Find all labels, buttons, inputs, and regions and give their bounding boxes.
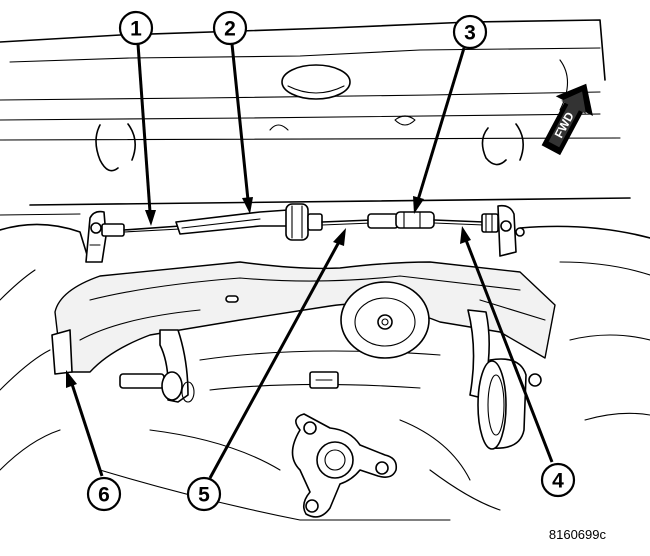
callout-5: 5	[186, 476, 222, 512]
callout-leaders	[66, 43, 554, 479]
right-cable-bracket	[497, 204, 525, 257]
floor-pan	[0, 19, 631, 216]
callout-6: 6	[86, 476, 122, 512]
right-cable-end	[481, 213, 499, 233]
callout-3: 3	[452, 14, 488, 50]
parking-brake-cable	[101, 203, 499, 241]
callout-1: 1	[118, 10, 154, 46]
mount-bracket	[291, 413, 398, 518]
left-cable-end	[101, 223, 125, 237]
forward-arrow-icon: FWD	[541, 83, 593, 156]
callout-6-label: 6	[98, 484, 110, 507]
left-cable-bracket	[85, 210, 107, 263]
callout-4: 4	[540, 462, 576, 498]
rear-crossmember	[51, 261, 556, 450]
spring-seat	[340, 281, 430, 359]
callout-5-label: 5	[198, 484, 210, 507]
cable-connector	[367, 213, 399, 229]
callout-2-label: 2	[224, 18, 236, 41]
figure-id: 8160699c	[548, 527, 606, 542]
callout-3-label: 3	[464, 22, 476, 45]
adjuster-nut	[285, 203, 309, 241]
callout-4-label: 4	[552, 470, 564, 493]
callout-1-label: 1	[130, 18, 142, 41]
callout-2: 2	[212, 10, 248, 46]
